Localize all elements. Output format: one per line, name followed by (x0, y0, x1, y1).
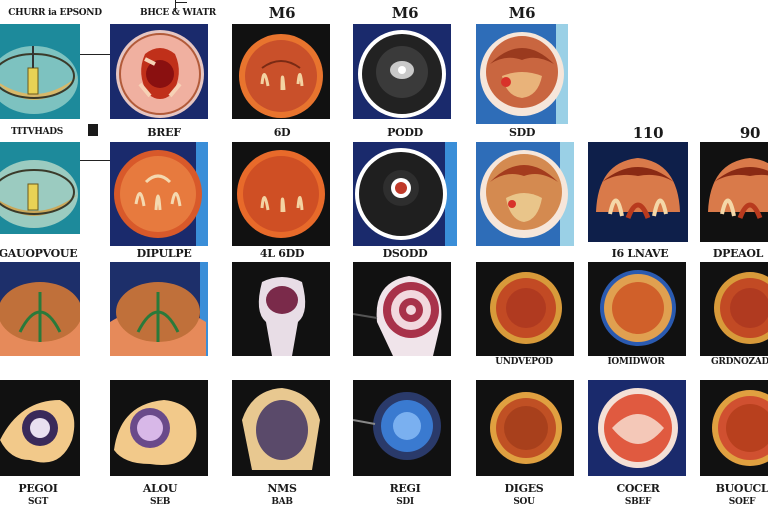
eye-icon (353, 380, 451, 476)
header-label-4: M6 (391, 4, 419, 22)
label-r4b-4: SDI (396, 497, 414, 507)
panel-r3-c5 (476, 262, 574, 356)
label-r4b-1: SGT (28, 497, 48, 507)
panel-r3-c7 (700, 262, 768, 356)
panel-r3-c4 (353, 262, 451, 356)
panel-r2-c6 (588, 142, 688, 242)
label-r2-6: DPEAOL (712, 247, 764, 260)
header-label-1: CHURR ia EPSOND (8, 8, 102, 18)
panel-r3-c1 (0, 262, 80, 356)
connector-line (175, 0, 176, 12)
eye-icon (353, 24, 451, 119)
label-r1-4: PODD (387, 126, 423, 139)
panel-r1-c3 (232, 24, 330, 119)
panel-r4-c1 (0, 380, 80, 476)
header-label-3: M6 (268, 4, 296, 22)
label-r1-5: SDD (508, 126, 536, 139)
label-r1-1: TITVHADS (11, 127, 63, 137)
panel-r2-c1 (0, 142, 80, 234)
organ-icon (232, 24, 330, 119)
panel-r2-c2 (110, 142, 208, 246)
label-r4b-2: SEB (149, 497, 171, 507)
organ-icon (232, 262, 330, 356)
label-r3-1: UNDVEPOD (495, 357, 553, 367)
connector-line (80, 160, 110, 161)
panel-r4-c2 (110, 380, 208, 476)
label-r3-2: IOMIDWOR (607, 357, 665, 367)
organ-icon (110, 24, 208, 119)
panel-r2-c5 (476, 142, 574, 246)
header-label-2: BHCE & WIATR (140, 8, 216, 18)
panel-r4-c7 (700, 380, 768, 476)
tissue-icon (700, 142, 768, 242)
connector-line (175, 2, 187, 3)
tissue-icon (700, 380, 768, 476)
label-r2-4: DSODD (382, 247, 428, 260)
panel-r1-c4 (353, 24, 451, 119)
panel-r1-c5 (476, 24, 568, 124)
organ-icon (0, 380, 80, 476)
tissue-icon (476, 142, 574, 246)
panel-r4-c3 (232, 380, 330, 476)
marker-icon (88, 124, 98, 136)
panel-r2-c3 (232, 142, 330, 246)
label-r3-3: GRDNOZAD (711, 357, 768, 367)
label-r1-2: BREF (147, 126, 181, 139)
label-r4b-6: SBEF (624, 497, 652, 507)
tissue-icon (476, 380, 574, 476)
panel-r3-c3 (232, 262, 330, 356)
label-r2-top-1: 110 (632, 124, 664, 142)
tissue-icon (700, 262, 768, 356)
label-r2-5: I6 LNAVE (611, 247, 669, 260)
label-r2-3: 4L 6DD (259, 247, 305, 260)
label-r4b-5: SOU (513, 497, 535, 507)
tissue-icon (588, 262, 686, 356)
tissue-icon (476, 24, 568, 124)
organ-icon (232, 142, 330, 246)
label-r2-2: DIPULPE (136, 247, 192, 260)
panel-r4-c6 (588, 380, 686, 476)
organ-icon (0, 262, 80, 356)
label-r4a-3: NMS (267, 482, 297, 495)
label-r1-3: 6D (273, 126, 291, 139)
cross-section-icon (0, 24, 80, 119)
organ-icon (232, 380, 330, 476)
panel-r4-c5 (476, 380, 574, 476)
organ-icon (110, 262, 208, 356)
panel-r3-c2 (110, 262, 208, 356)
eye-icon (353, 142, 457, 246)
panel-r1-c2 (110, 24, 208, 119)
tissue-icon (588, 380, 686, 476)
organ-icon (110, 380, 208, 476)
tissue-icon (588, 142, 688, 242)
label-r4a-5: DIGES (504, 482, 544, 495)
organ-icon (110, 142, 208, 246)
header-label-5: M6 (508, 4, 536, 22)
panel-r3-c6 (588, 262, 686, 356)
cross-section-icon (0, 142, 80, 234)
label-r4a-6: COCER (616, 482, 660, 495)
eye-icon (353, 262, 451, 356)
label-r4a-1: PEGOI (18, 482, 58, 495)
panel-r1-c1 (0, 24, 80, 119)
panel-r4-c4 (353, 380, 451, 476)
label-r4b-7: SOEF (728, 497, 756, 507)
label-r4a-4: REGI (389, 482, 421, 495)
tissue-icon (476, 262, 574, 356)
label-r2-1: GAUOPVOUE (0, 247, 78, 260)
connector-line (80, 54, 110, 55)
panel-r2-c4 (353, 142, 457, 246)
label-r4b-3: BAB (271, 497, 293, 507)
label-r2-top-2: 90 (739, 124, 761, 142)
panel-r2-c7 (700, 142, 768, 242)
label-r4a-7: BUOUCL (715, 482, 768, 495)
label-r4a-2: ALOU (142, 482, 178, 495)
